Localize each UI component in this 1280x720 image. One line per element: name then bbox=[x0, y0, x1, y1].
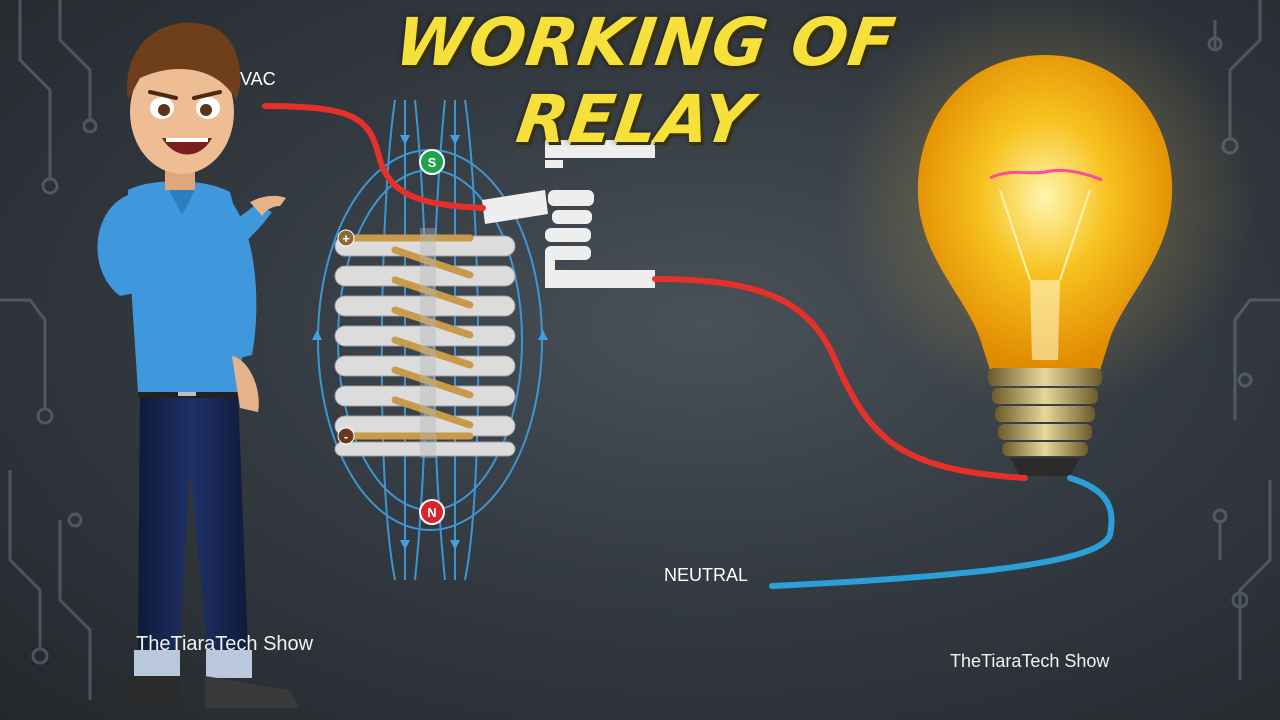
watermark-right: TheTiaraTech Show bbox=[950, 651, 1110, 671]
presenter-pointing-icon bbox=[97, 22, 300, 708]
live-wire-input bbox=[262, 103, 486, 211]
neutral-label: NEUTRAL bbox=[664, 565, 749, 585]
neutral-wire bbox=[769, 475, 1115, 589]
plus-sign: + bbox=[342, 231, 350, 246]
coil-positive-terminal bbox=[337, 229, 355, 247]
armature bbox=[482, 190, 548, 224]
north-pole-marker: N bbox=[419, 499, 445, 525]
light-bulb-icon bbox=[835, 0, 1255, 476]
watermark-left: TheTiaraTech Show bbox=[136, 633, 314, 655]
lower-contact bbox=[545, 270, 655, 288]
vac-label: VAC bbox=[240, 69, 276, 89]
field-arrows bbox=[312, 135, 548, 550]
coil-negative-terminal bbox=[337, 427, 355, 445]
north-pole-label: N bbox=[427, 505, 436, 520]
south-pole-marker: S bbox=[419, 149, 445, 175]
circuit-traces-left bbox=[0, 0, 98, 700]
south-pole-label: S bbox=[428, 155, 437, 170]
relay-contacts bbox=[482, 140, 655, 288]
relay-coil bbox=[334, 228, 516, 458]
page-title: WORKING OF RELAY bbox=[390, 4, 901, 158]
minus-sign: - bbox=[344, 429, 348, 444]
upper-contact bbox=[545, 140, 655, 158]
live-wire-to-bulb bbox=[652, 276, 1028, 481]
